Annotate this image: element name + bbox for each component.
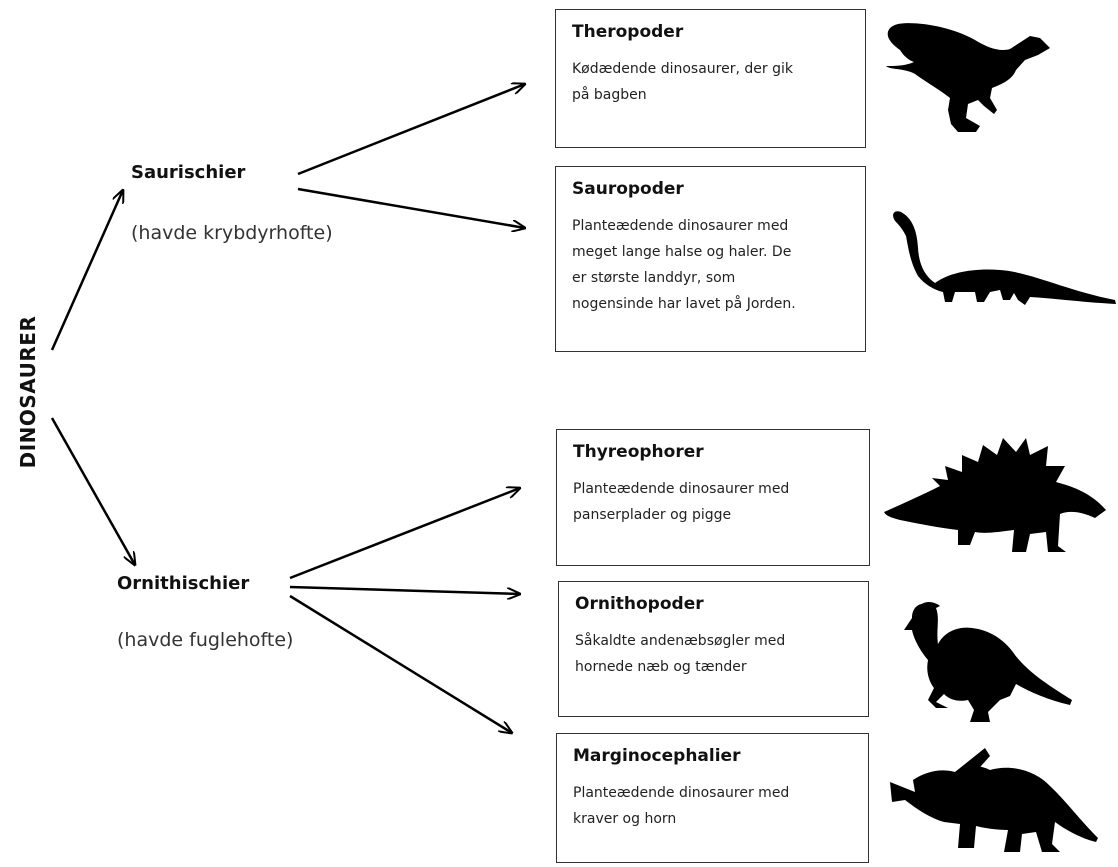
stegosaurus-silhouette-icon [884,438,1106,552]
box-title: Ornithopoder [575,594,704,614]
box-title: Marginocephalier [573,746,741,766]
box-thyreophorer: Thyreophorer Planteædende dinosaurer med… [556,429,870,566]
sauropod-silhouette-icon [893,211,1116,305]
box-title: Theropoder [572,22,684,42]
box-title: Sauropoder [572,179,684,199]
box-marginocephalier: Marginocephalier Planteædende dinosaurer… [556,733,869,863]
theropod-silhouette-icon [886,23,1050,133]
box-desc-line: Planteædende dinosaurer med [572,218,789,234]
box-desc-line: Kødædende dinosaurer, der gik [572,61,793,77]
group-saurischier-name: Saurischier [131,162,246,183]
box-desc-line: panserplader og pigge [573,507,732,523]
box-desc-line: hornede næb og tænder [575,659,747,675]
arrow-saurischier-to-theropoder [297,84,525,176]
box-theropoder: Theropoder Kødædende dinosaurer, der gik… [555,9,866,148]
box-desc-line: Såkaldte andenæbsøgler med [575,633,786,649]
arrow-ornithischier-to-ornithopoder [289,585,520,594]
arrow-ornithischier-to-thyreophorer [289,488,520,580]
triceratops-silhouette-icon [890,748,1098,852]
box-desc-line: Planteædende dinosaurer med [573,785,790,801]
box-desc-line: er største landdyr, som [572,270,736,286]
arrow-root-to-saurischier [50,190,123,351]
ornithopod-silhouette-icon [904,602,1072,722]
box-desc-line: på bagben [572,87,647,103]
box-title: Thyreophorer [573,442,704,462]
group-ornithischier-subtitle: (havde fuglehofte) [117,629,294,651]
arrow-root-to-ornithischier [50,417,135,565]
box-sauropoder: Sauropoder Planteædende dinosaurer med m… [555,166,866,352]
box-desc-line: kraver og horn [573,811,677,827]
box-desc-line: Planteædende dinosaurer med [573,481,790,497]
box-ornithopoder: Ornithopoder Såkaldte andenæbsøgler med … [558,581,869,717]
arrow-saurischier-to-sauropoder [297,187,525,228]
box-desc-line: nogensinde har lavet på Jorden. [572,296,796,312]
group-ornithischier-name: Ornithischier [117,573,250,594]
group-saurischier-subtitle: (havde krybdyrhofte) [131,222,333,244]
arrow-ornithischier-to-marginocephalier [289,594,512,733]
box-desc-line: meget lange halse og haler. De [572,244,792,260]
